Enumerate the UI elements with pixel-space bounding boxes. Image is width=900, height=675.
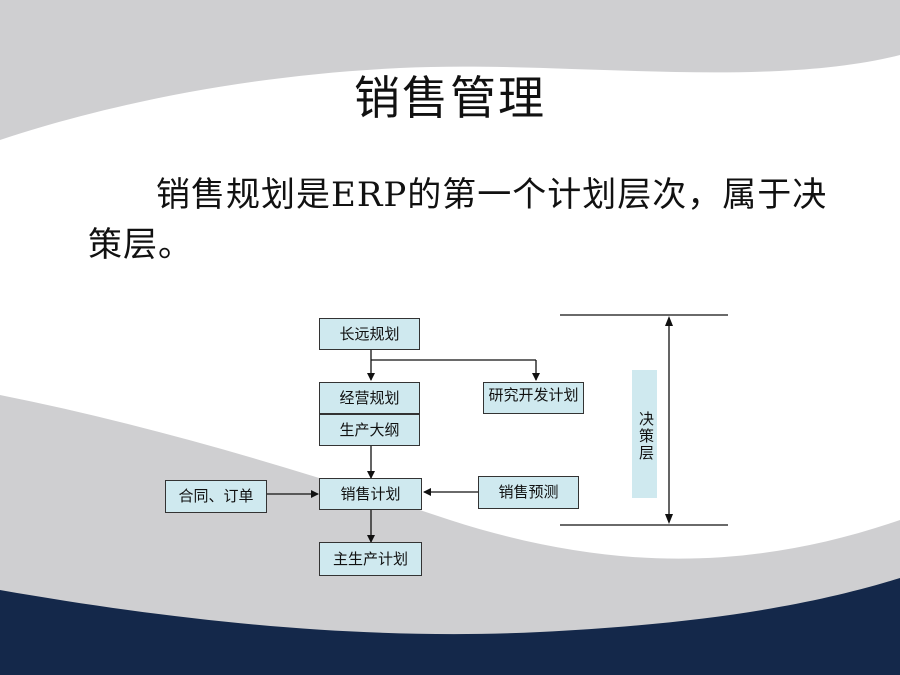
node-business-plan: 经营规划	[319, 382, 420, 414]
decision-layer-label: 决策层	[632, 370, 657, 498]
node-long-term-plan: 长远规划	[319, 318, 420, 350]
bottom-gray-wave	[0, 395, 900, 675]
bottom-navy-band	[0, 578, 900, 675]
node-rd-plan: 研究开发计划	[483, 382, 584, 414]
body-paragraph: 销售规划是ERP的第一个计划层次，属于决策层。	[88, 175, 828, 265]
slide-title: 销售管理	[354, 71, 546, 125]
top-gray-wave	[0, 0, 900, 140]
node-contracts-orders: 合同、订单	[165, 480, 267, 513]
bracket-arrow-up	[665, 316, 673, 326]
node-production-outline: 生产大纲	[319, 414, 420, 446]
node-sales-forecast: 销售预测	[478, 476, 579, 509]
node-master-production-plan: 主生产计划	[319, 542, 422, 576]
node-sales-plan: 销售计划	[319, 478, 422, 510]
bracket-arrow-down	[665, 514, 673, 524]
